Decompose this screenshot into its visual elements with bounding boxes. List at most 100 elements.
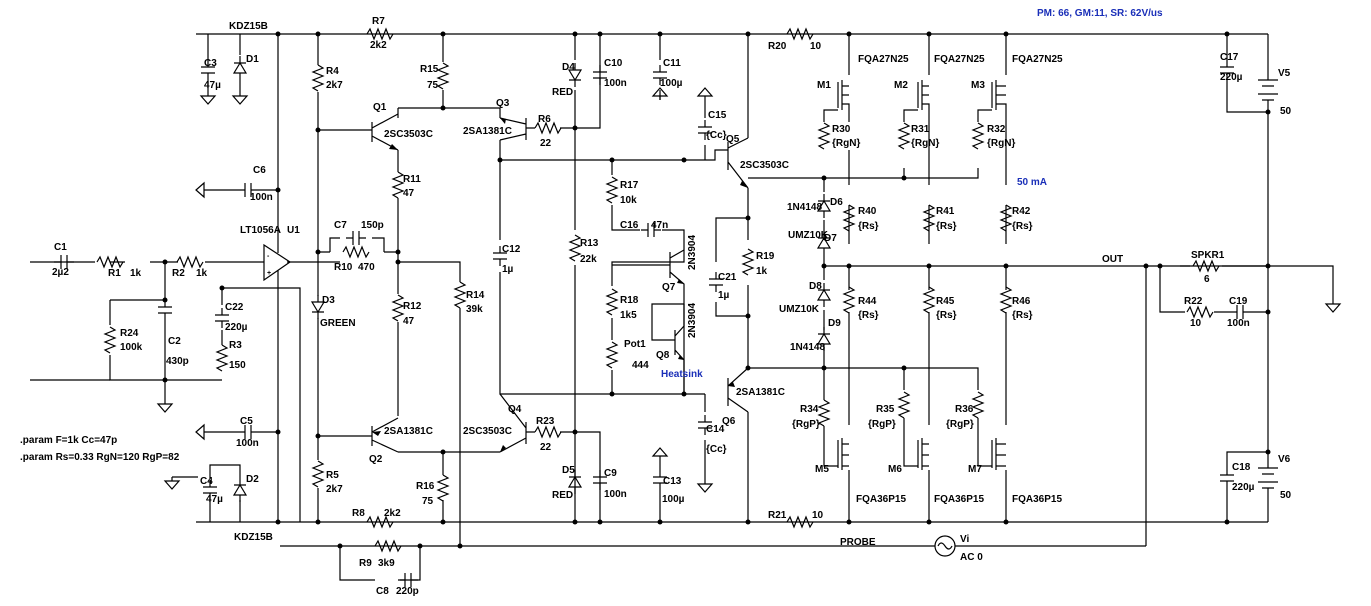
part-label: R6 <box>538 114 551 125</box>
part-label: M6 <box>888 464 902 475</box>
part-value: 1k <box>130 268 142 279</box>
part-label: Q6 <box>722 416 736 427</box>
mosfet-m6 <box>903 418 929 470</box>
part-value: 100n <box>604 78 627 89</box>
part-label: FQA36P15 <box>934 494 984 505</box>
part-value: 75 <box>427 80 439 91</box>
part-label: R41 <box>936 206 955 217</box>
param-line-2: .param Rs=0.33 RgN=120 RgP=82 <box>20 452 180 463</box>
ac-source-vi <box>934 535 956 557</box>
part-label: R40 <box>858 206 877 217</box>
resistor-r35 <box>898 391 910 419</box>
part-label: FQA27N25 <box>858 54 909 65</box>
mosfet-m2 <box>903 80 930 122</box>
part-value: 220p <box>396 586 419 597</box>
part-value: 6 <box>1204 274 1210 285</box>
part-label: C12 <box>502 244 521 255</box>
resistor-r12 <box>392 294 404 322</box>
part-value: 2k2 <box>370 40 387 51</box>
part-label: Vi <box>960 534 969 545</box>
part-label: R2 <box>172 268 185 279</box>
part-label: R36 <box>955 404 974 415</box>
part-label: 2SC3503C <box>463 426 512 437</box>
part-value: 39k <box>466 304 483 315</box>
ground-c3 <box>200 91 216 105</box>
part-label: R12 <box>403 301 422 312</box>
battery-v5 <box>1258 79 1278 101</box>
mosfet-m7 <box>977 418 1006 470</box>
part-label: FQA27N25 <box>934 54 985 65</box>
part-label: R10 <box>334 262 353 273</box>
svg-text:-: - <box>267 253 270 260</box>
part-label: R19 <box>756 251 775 262</box>
part-value: 100k <box>120 342 143 353</box>
part-label: C5 <box>240 416 253 427</box>
part-label: R18 <box>620 295 639 306</box>
resistor-r10 <box>342 246 370 258</box>
part-label: 2SC3503C <box>384 129 433 140</box>
part-value: 1µ <box>502 264 514 275</box>
zener-d1 <box>233 55 247 81</box>
part-label: KDZ15B <box>229 21 268 32</box>
part-label: C10 <box>604 58 623 69</box>
part-label: R5 <box>326 470 339 481</box>
part-value: {Rs} <box>1012 221 1033 232</box>
part-label: R45 <box>936 296 955 307</box>
part-label: R34 <box>800 404 819 415</box>
bias-current-note: 50 mA <box>1017 177 1047 188</box>
part-label: Q5 <box>726 134 740 145</box>
part-value: 22 <box>540 138 552 149</box>
resistor-r24 <box>104 326 116 354</box>
transistor-q7 <box>612 249 685 295</box>
resistor-r46 <box>1000 286 1012 314</box>
part-label: D2 <box>246 474 259 485</box>
ground-c2 <box>157 399 173 413</box>
part-value: {Rs} <box>858 221 879 232</box>
part-value: {RgN} <box>832 138 860 149</box>
part-label: Q4 <box>508 404 522 415</box>
part-value: 100n <box>250 192 273 203</box>
part-label: C3 <box>204 58 217 69</box>
battery-v6 <box>1258 467 1278 489</box>
part-value: 47µ <box>204 80 221 91</box>
part-label: 1N4148 <box>787 202 822 213</box>
part-label: 2SA1381C <box>384 426 433 437</box>
part-value: 220µ <box>1232 482 1255 493</box>
resistor-r34 <box>818 399 830 427</box>
part-label: UMZ10K <box>779 304 820 315</box>
potentiometer-pot1 <box>606 341 618 369</box>
part-label: R31 <box>911 124 930 135</box>
part-value: 2k7 <box>326 80 343 91</box>
part-label: V6 <box>1278 454 1291 465</box>
capacitor-c2 <box>157 299 173 321</box>
transistor-q6 <box>727 367 749 413</box>
part-label: R11 <box>403 174 421 185</box>
part-value: {Cc} <box>706 444 727 455</box>
part-value: 430p <box>166 356 189 367</box>
part-label: C11 <box>663 58 681 69</box>
resistor-r11 <box>392 171 404 199</box>
part-value: 1µ <box>718 290 730 301</box>
part-value: 3k9 <box>378 558 395 569</box>
part-label: R46 <box>1012 296 1031 307</box>
part-label: SPKR1 <box>1191 250 1225 261</box>
part-label: C22 <box>225 302 244 313</box>
transistor-q2 <box>371 417 399 453</box>
part-label: 2N3904 <box>687 303 698 338</box>
part-value: {RgP} <box>946 419 974 430</box>
part-label: R15 <box>420 64 439 75</box>
part-label: 1N4148 <box>790 342 825 353</box>
part-label: FQA27N25 <box>1012 54 1063 65</box>
part-label: R8 <box>352 508 365 519</box>
part-label: U1 <box>287 225 300 236</box>
part-label: C14 <box>706 424 725 435</box>
resistor-r16 <box>437 474 449 502</box>
part-value: 22k <box>580 254 597 265</box>
resistor-r19 <box>742 248 754 276</box>
part-value: 220µ <box>225 322 248 333</box>
part-value: 47µ <box>206 494 223 505</box>
resistor-r18 <box>606 288 618 316</box>
probe-label: PROBE <box>840 537 876 548</box>
part-value: {Rs} <box>858 310 879 321</box>
